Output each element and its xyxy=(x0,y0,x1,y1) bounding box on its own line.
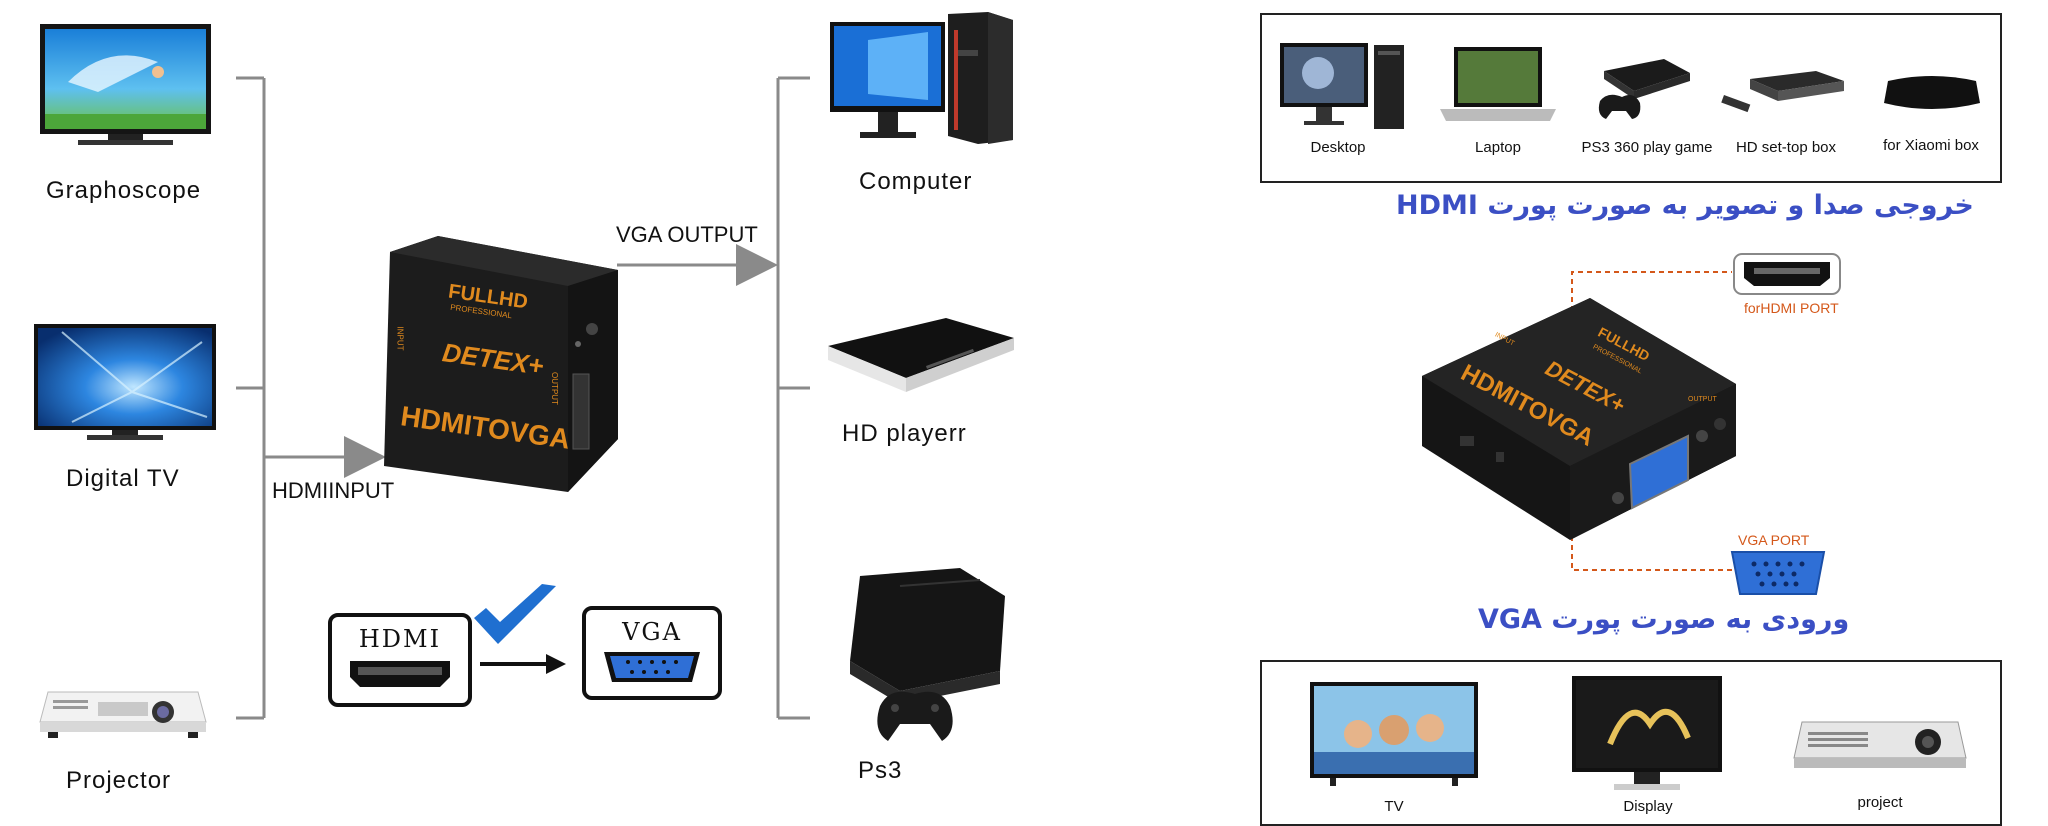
projector-display-icon xyxy=(1792,714,1968,778)
source-label-set-top-box: HD set-top box xyxy=(1735,139,1837,156)
connector-lines xyxy=(236,76,810,720)
displays-box: TV Display project xyxy=(1260,660,2002,826)
hdmi-port-icon xyxy=(1732,252,1842,296)
hdmi-output-heading: خروجی صدا و تصویر به صورت پورت HDMI xyxy=(1396,190,1974,221)
hdmi-connector-label: HDMI xyxy=(358,625,442,653)
hdmi-input-label: HDMIINPUT xyxy=(272,478,395,503)
display-label-project: project xyxy=(1857,794,1903,811)
hdmi-connector-card: HDMI xyxy=(328,613,472,707)
vga-port-label: VGA PORT xyxy=(1738,532,1810,548)
display-label-tv: TV xyxy=(1384,798,1404,815)
tv-icon xyxy=(1308,680,1480,788)
output-label-ps3: Ps3 xyxy=(858,757,903,784)
ps3-360-icon xyxy=(1594,55,1694,125)
input-label-digital-tv: Digital TV xyxy=(66,465,180,492)
digital-tv-icon xyxy=(32,322,218,442)
source-label-xiaomi-box: for Xiaomi box xyxy=(1883,137,1979,154)
ps3-console-icon xyxy=(840,566,1010,751)
vga-output-label: VGA OUTPUT xyxy=(616,222,758,247)
xiaomi-box-icon xyxy=(1880,71,1984,117)
vga-input-heading: ورودی به صورت پورت VGA xyxy=(1478,604,1850,635)
vga-port-icon xyxy=(1730,550,1826,596)
monitor-display-icon xyxy=(1570,674,1724,794)
desktop-icon xyxy=(1278,35,1408,135)
sources-box: Desktop Laptop PS3 360 play game xyxy=(1260,13,2002,183)
arrow-right-icon xyxy=(478,652,568,676)
device-input-side-label: INPUT xyxy=(395,326,405,351)
source-label-desktop: Desktop xyxy=(1310,139,1366,156)
graphoscope-tv-icon xyxy=(38,22,213,150)
input-label-graphoscope: Graphoscope xyxy=(46,177,202,204)
hd-player-icon xyxy=(826,316,1016,396)
hdmi-to-vga-converter: FULLHD PROFESSIONAL DETEX+ HDMITOVGA INP… xyxy=(378,234,620,494)
output-label-computer: Computer xyxy=(859,168,973,195)
hdmi-port-label: forHDMI PORT xyxy=(1744,300,1839,316)
vga-port-shape xyxy=(602,650,702,684)
projector-icon xyxy=(38,682,208,740)
laptop-icon xyxy=(1438,43,1558,133)
checkmark-icon xyxy=(472,582,558,652)
vga-connector-label: VGA xyxy=(622,618,682,646)
device-right-output-label: OUTPUT xyxy=(1688,396,1717,403)
source-label-laptop: Laptop xyxy=(1475,139,1521,156)
output-label-hd-player: HD playerr xyxy=(842,420,967,447)
set-top-box-icon xyxy=(1720,65,1846,125)
vga-connector-card: VGA xyxy=(582,606,722,700)
device-output-side-label: OUTPUT xyxy=(549,372,559,405)
input-label-projector: Projector xyxy=(66,767,172,794)
source-label-ps3: PS3 360 play game xyxy=(1581,139,1713,156)
desktop-computer-icon xyxy=(828,10,1018,145)
port-leader-lines xyxy=(1571,271,1732,571)
hdmi-port-shape xyxy=(348,659,452,689)
display-label-display: Display xyxy=(1623,798,1673,815)
hdmi-to-vga-converter-angled: FULLHD PROFESSIONAL DETEX+ HDMITOVGA INP… xyxy=(1420,296,1740,546)
